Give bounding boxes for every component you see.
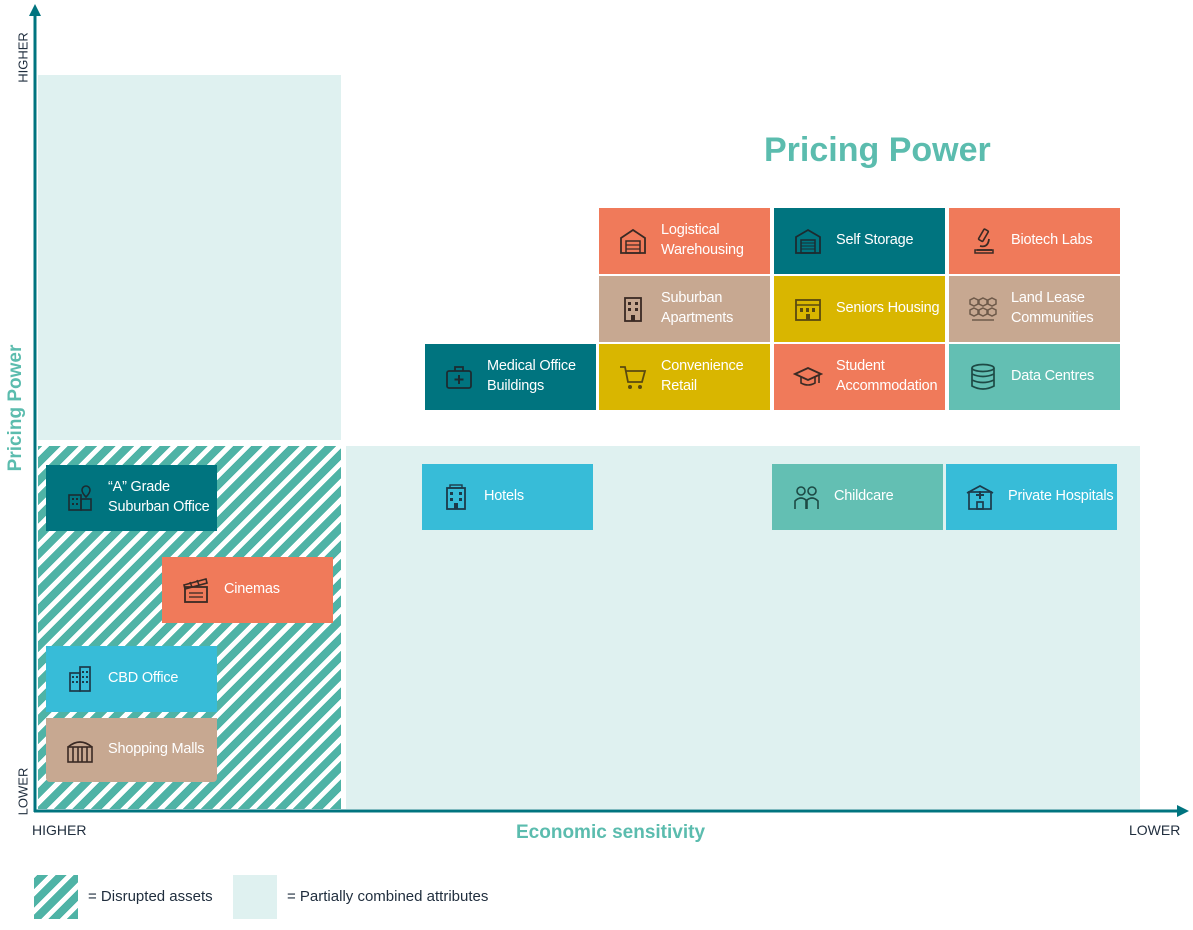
community-icon <box>963 294 1003 324</box>
tile-label: “A” Grade Suburban Office <box>108 479 210 515</box>
shopping-cart-icon <box>613 362 653 392</box>
medical-bag-icon <box>439 362 479 392</box>
tile-label: Land Lease Communities <box>1011 290 1094 326</box>
tile-medical-office-buildings: Medical Office Buildings <box>425 344 596 410</box>
hospital-icon <box>960 482 1000 512</box>
tile-label: Shopping Malls <box>108 741 205 758</box>
tile-label: Cinemas <box>224 581 280 598</box>
x-axis-left-label: HIGHER <box>32 822 87 838</box>
tile-label: Medical Office Buildings <box>487 358 576 394</box>
tile-private-hospitals: Private Hospitals <box>946 464 1117 530</box>
tile-label: Childcare <box>834 488 894 505</box>
children-icon <box>786 482 826 512</box>
tile-label: Suburban Apartments <box>661 290 734 326</box>
legend-label-disrupted: = Disrupted assets <box>88 888 213 905</box>
legend-label-partial: = Partially combined attributes <box>287 888 489 905</box>
office-location-icon <box>60 483 100 513</box>
tile-label: Self Storage <box>836 232 914 249</box>
mall-icon <box>60 735 100 765</box>
tile-data-centres: Data Centres <box>949 344 1120 410</box>
microscope-icon <box>963 226 1003 256</box>
tile-biotech-labs: Biotech Labs <box>949 208 1120 274</box>
tile-convenience-retail: Convenience Retail <box>599 344 770 410</box>
tile-label: Hotels <box>484 488 524 505</box>
tile-label: Biotech Labs <box>1011 232 1093 249</box>
x-axis-arrow <box>1177 805 1189 817</box>
tile-seniors-housing: Seniors Housing <box>774 276 945 342</box>
hotel-icon <box>436 482 476 512</box>
tile-label: Convenience Retail <box>661 358 744 394</box>
chart-title: Pricing Power <box>764 131 991 169</box>
legend-swatch-disrupted <box>34 875 78 919</box>
x-axis-right-label: LOWER <box>1129 822 1181 838</box>
skyscraper-icon <box>60 664 100 694</box>
tile-label: Student Accommodation <box>836 358 938 394</box>
tile-cbd-office: CBD Office <box>46 646 217 712</box>
tile-label: Private Hospitals <box>1008 488 1114 505</box>
database-icon <box>963 362 1003 392</box>
tile-label: Seniors Housing <box>836 300 940 317</box>
y-axis-top-label: HIGHER <box>15 32 31 83</box>
tile-cinemas: Cinemas <box>162 557 333 623</box>
tile-self-storage: Self Storage <box>774 208 945 274</box>
tile-logistical-warehousing: Logistical Warehousing <box>599 208 770 274</box>
tile-shopping-malls: Shopping Malls <box>46 718 217 782</box>
warehouse-icon <box>613 226 653 256</box>
tile-student-accommodation: Student Accommodation <box>774 344 945 410</box>
graduation-cap-icon <box>788 362 828 392</box>
house-icon <box>788 294 828 324</box>
y-axis-bottom-label: LOWER <box>15 767 31 816</box>
tile-label: Data Centres <box>1011 368 1095 385</box>
y-axis-arrow <box>29 4 41 16</box>
tile-land-lease-communities: Land Lease Communities <box>949 276 1120 342</box>
storage-unit-icon <box>788 226 828 256</box>
apartment-building-icon <box>613 294 653 324</box>
tile-childcare: Childcare <box>772 464 943 530</box>
y-axis-title: Pricing Power <box>5 344 26 472</box>
tile-a-grade-suburban-office: “A” Grade Suburban Office <box>46 465 217 531</box>
tile-suburban-apartments: Suburban Apartments <box>599 276 770 342</box>
tile-hotels: Hotels <box>422 464 593 530</box>
zone-high-pricing-high-sensitivity <box>38 75 341 440</box>
legend-swatch-partial <box>233 875 277 919</box>
x-axis-title: Economic sensitivity <box>516 822 706 843</box>
tile-label: Logistical Warehousing <box>661 222 744 258</box>
clapperboard-icon <box>176 575 216 605</box>
tile-label: CBD Office <box>108 670 179 687</box>
